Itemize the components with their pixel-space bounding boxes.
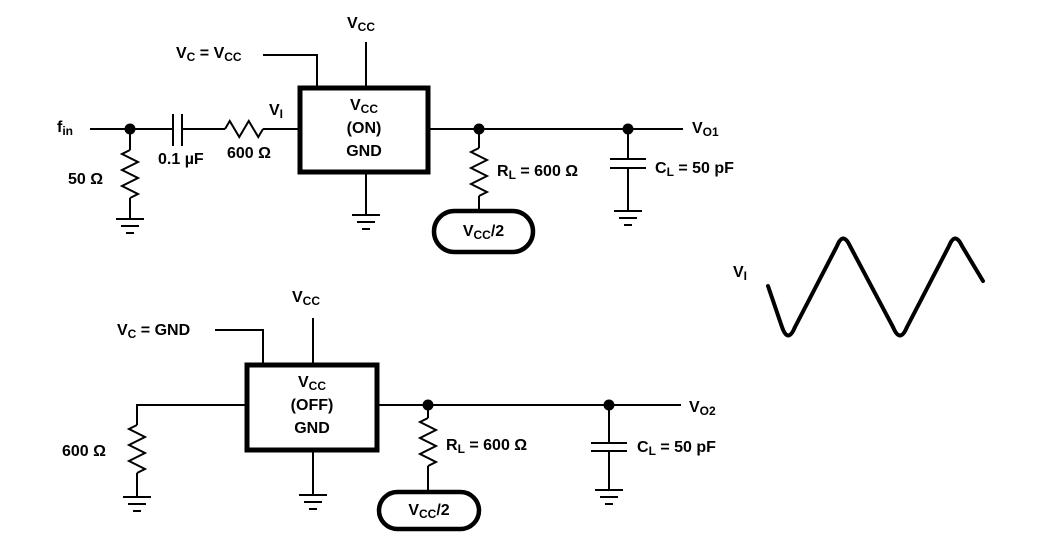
fin-label: fin bbox=[57, 119, 73, 138]
wire-control-top bbox=[263, 54, 318, 88]
control-voltage-label-top: VC = VCC bbox=[176, 45, 242, 64]
coupling-capacitor bbox=[172, 114, 183, 146]
box-ground-pin-label: GND bbox=[346, 143, 382, 160]
output-label-bottom: VO2 bbox=[689, 399, 716, 418]
coupling-capacitor-label: 0.1 µF bbox=[158, 151, 204, 168]
device-box-off-text: VCC (OFF) GND bbox=[247, 371, 377, 440]
junction-dot bbox=[473, 123, 485, 135]
bias-source-label-bottom: VCC/2 bbox=[408, 501, 450, 521]
triangle-waveform bbox=[766, 236, 985, 338]
load-resistor-label-bottom: RL = 600 Ω bbox=[446, 437, 528, 456]
resistor-600ohm-input bbox=[126, 424, 148, 474]
ground-symbol bbox=[352, 214, 380, 230]
control-voltage-label-bottom: VC = GND bbox=[117, 322, 191, 341]
load-capacitor-label-top: CL = 50 pF bbox=[655, 160, 734, 179]
load-resistor-bottom bbox=[417, 417, 439, 467]
box-supply-pin-label: VCC bbox=[297, 374, 326, 393]
junction-dot bbox=[622, 123, 634, 135]
bias-source-pill-top bbox=[431, 208, 536, 255]
ground-symbol bbox=[595, 489, 623, 505]
bias-source-pill-bottom bbox=[376, 489, 482, 532]
load-resistor-label-top: RL = 600 Ω bbox=[497, 163, 579, 182]
ground-symbol bbox=[123, 496, 151, 512]
ground-symbol bbox=[116, 218, 144, 234]
supply-label-bottom: VCC bbox=[292, 289, 321, 308]
load-resistor-top bbox=[468, 147, 490, 197]
junction-dot bbox=[422, 399, 434, 411]
waveform-input-label: VI bbox=[733, 264, 748, 283]
ground-symbol bbox=[614, 210, 642, 226]
supply-label-top: VCC bbox=[347, 15, 376, 34]
wire-input-bottom bbox=[136, 404, 247, 425]
output-label-top: VO1 bbox=[692, 120, 719, 139]
box-state-label: (ON) bbox=[346, 120, 382, 137]
series-resistor-label: 600 Ω bbox=[227, 145, 271, 162]
box-supply-pin-label: VCC bbox=[349, 97, 378, 116]
ground-symbol bbox=[299, 494, 327, 510]
box-state-label: (OFF) bbox=[290, 397, 334, 414]
load-capacitor-top bbox=[610, 158, 646, 169]
load-capacitor-label-bottom: CL = 50 pF bbox=[637, 439, 716, 458]
wire-control-bottom bbox=[215, 329, 264, 365]
load-capacitor-bottom bbox=[591, 442, 627, 452]
device-box-on-text: VCC (ON) GND bbox=[300, 94, 428, 163]
bias-source-label-top: VCC/2 bbox=[462, 222, 505, 242]
junction-dot bbox=[603, 399, 615, 411]
resistor-600ohm-series bbox=[224, 119, 264, 139]
input-node-label: VI bbox=[269, 102, 284, 121]
device-box-off bbox=[244, 362, 380, 453]
box-ground-pin-label: GND bbox=[294, 420, 330, 437]
junction-dot bbox=[124, 123, 136, 135]
source-resistor-label: 50 Ω bbox=[68, 171, 104, 188]
input-resistor-label-bottom: 600 Ω bbox=[62, 443, 106, 460]
resistor-50ohm bbox=[119, 149, 141, 199]
